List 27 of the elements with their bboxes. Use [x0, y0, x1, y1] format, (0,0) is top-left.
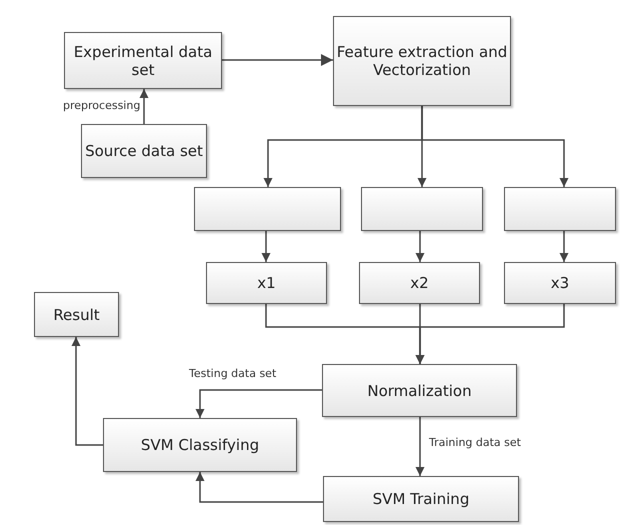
empty-box: [361, 187, 483, 231]
arrow: [196, 389, 322, 418]
process-box: x3: [504, 262, 616, 304]
arrow: [416, 417, 424, 476]
process-box: Feature extraction and Vectorization: [333, 16, 511, 106]
arrow: [196, 472, 323, 503]
arrow: [416, 304, 565, 364]
arrow: [72, 337, 103, 446]
process-box: SVM Training: [323, 476, 519, 522]
arrow: [421, 106, 568, 187]
edge-label: preprocessing: [62, 99, 142, 112]
process-box: x1: [206, 262, 327, 304]
result-box: Result: [34, 292, 119, 337]
process-box: Source data set: [81, 124, 207, 178]
arrow: [140, 89, 148, 124]
arrow: [222, 54, 333, 66]
arrow: [560, 231, 568, 262]
empty-box: [504, 187, 616, 231]
process-box: SVM Classifying: [103, 418, 297, 472]
edge-label: Testing data set: [188, 367, 278, 380]
empty-box: [194, 187, 341, 231]
process-box: Normalization: [322, 364, 517, 417]
arrow: [416, 231, 424, 262]
process-box: x2: [359, 262, 480, 304]
process-box: Experimental data set: [64, 32, 222, 89]
arrow: [262, 231, 270, 262]
edge-label: Training data set: [428, 436, 522, 449]
